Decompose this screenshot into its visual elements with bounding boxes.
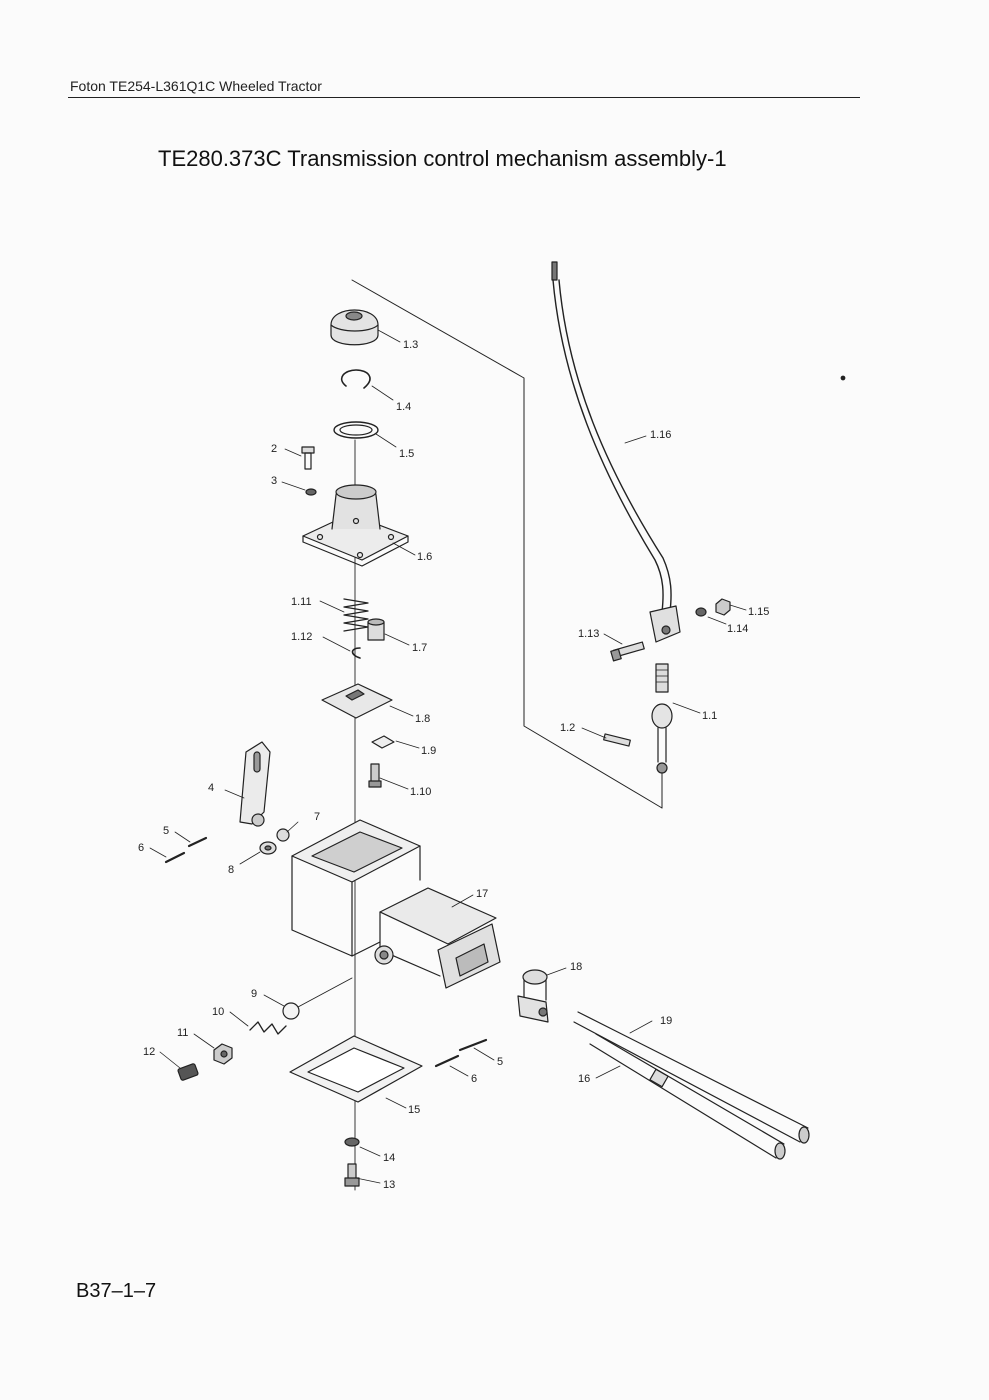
spring-10-part (249, 1021, 287, 1035)
callout-6b: 6 (471, 1073, 477, 1085)
gear-lever-part (551, 261, 681, 643)
spring-1-11-part (343, 598, 369, 632)
callout-7: 7 (314, 811, 320, 823)
lever-arm-part (239, 741, 271, 827)
callout-1-13: 1.13 (578, 628, 599, 640)
main-housing-part (291, 819, 421, 957)
bolt-1-10-part (368, 763, 382, 788)
callout-11: 11 (177, 1027, 188, 1039)
bushing-1-7-part (367, 618, 385, 641)
callout-1-5: 1.5 (399, 448, 414, 460)
callout-12: 12 (143, 1046, 155, 1058)
callout-1-11: 1.11 (291, 596, 312, 608)
callout-1-15: 1.15 (748, 606, 769, 618)
leader-lines (149, 329, 747, 1184)
callout-5b: 5 (497, 1056, 503, 1068)
callout-13: 13 (383, 1179, 395, 1191)
callout-8: 8 (228, 864, 234, 876)
callout-1-6: 1.6 (417, 551, 432, 563)
callout-1-8: 1.8 (415, 713, 430, 725)
bolt-1-13-part (610, 641, 645, 662)
ball-9-part (282, 1002, 300, 1020)
nut-1-15-part (715, 598, 731, 616)
callout-10: 10 (212, 1006, 224, 1018)
callout-15: 15 (408, 1104, 420, 1116)
pin-6a-part (164, 851, 186, 864)
screw-12-part (177, 1063, 199, 1081)
gasket-part (289, 1035, 423, 1103)
housing-flange-part (302, 484, 409, 567)
ball-link-line (297, 977, 353, 1008)
page-code: B37–1–7 (76, 1280, 157, 1302)
callout-1-7: 1.7 (412, 642, 427, 654)
drawing-title: TE280.373C Transmission control mechanis… (158, 146, 727, 171)
knob-part (330, 309, 379, 346)
shift-rod-16-part (589, 1033, 786, 1160)
assembly-bracket-line (351, 279, 663, 809)
circlip-part (340, 369, 371, 389)
bolt-2-part (301, 446, 315, 470)
callout-1-4: 1.4 (396, 401, 411, 413)
washer-3-part (305, 488, 317, 496)
gate-plate-part (321, 683, 393, 719)
bushing-8-part (259, 841, 277, 855)
shift-finger-part (517, 969, 549, 1023)
bolt-13-part (344, 1163, 360, 1187)
snap-ring-part (333, 421, 379, 439)
callout-16: 16 (578, 1073, 590, 1085)
pin-5b-part (458, 1038, 488, 1052)
nut-11-part (213, 1043, 233, 1065)
washer-1-14-part (695, 607, 707, 617)
pin-6b-part (434, 1054, 460, 1068)
callout-1-14: 1.14 (727, 623, 748, 635)
callout-1-2: 1.2 (560, 722, 575, 734)
callout-labels: 1.3 1.4 1.5 2 3 1.6 1.11 1.12 1.7 1.8 1.… (138, 339, 769, 1191)
callout-4: 4 (208, 782, 214, 794)
callout-1-16: 1.16 (650, 429, 671, 441)
callout-18: 18 (570, 961, 582, 973)
callout-1-10: 1.10 (410, 786, 431, 798)
callout-1-12: 1.12 (291, 631, 312, 643)
callout-9: 9 (251, 988, 257, 1000)
callout-3: 3 (271, 475, 277, 487)
lower-shaft-part (651, 663, 673, 774)
pin-1-2-part (603, 733, 631, 747)
callout-19: 19 (660, 1015, 672, 1027)
stray-mark (840, 375, 846, 381)
callout-17: 17 (476, 888, 488, 900)
pin-5a-part (187, 836, 208, 848)
document-header: Foton TE254-L361Q1C Wheeled Tractor (70, 78, 322, 94)
callout-2: 2 (271, 443, 277, 455)
washer-14-part (344, 1137, 360, 1147)
tab-1-9-part (371, 735, 395, 749)
clip-1-12-part (351, 647, 361, 659)
callout-6a: 6 (138, 842, 144, 854)
ring-7-part (276, 828, 290, 842)
extension-housing-part (374, 887, 501, 989)
callout-14: 14 (383, 1152, 395, 1164)
shift-rod-19-part (573, 1011, 810, 1144)
callout-1-9: 1.9 (421, 745, 436, 757)
header-rule (68, 97, 860, 98)
callout-1-3: 1.3 (403, 339, 418, 351)
callout-5a: 5 (163, 825, 169, 837)
callout-1-1: 1.1 (702, 710, 717, 722)
